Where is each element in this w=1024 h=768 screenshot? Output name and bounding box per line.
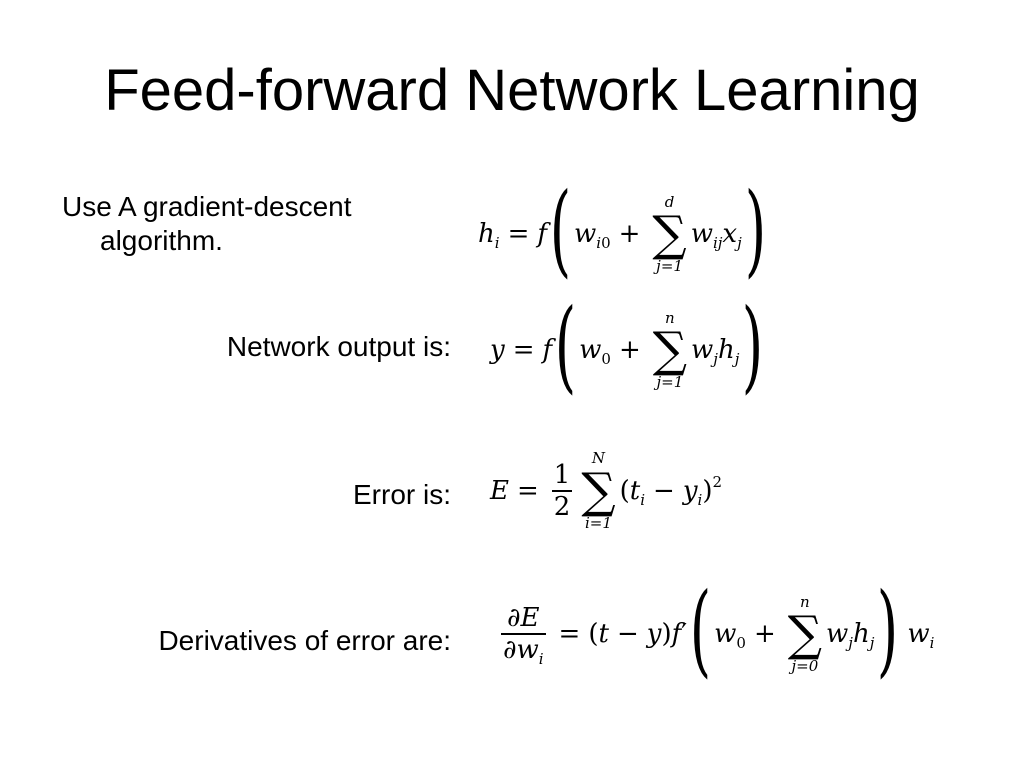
error-label: Error is: bbox=[353, 479, 451, 510]
output-equation: y = f ( w0 + n∑j=1 wjhj ) bbox=[490, 287, 764, 404]
partial-derivative-fraction: ∂E∂wi bbox=[501, 603, 546, 668]
derivative-label: Derivatives of error are: bbox=[158, 625, 451, 656]
intro-line-2: algorithm. bbox=[100, 224, 223, 256]
summation-symbol: n∑j=0 bbox=[787, 592, 823, 675]
hidden-unit-equation: hi = f ( wi0 + d∑j=1 wijxj ) bbox=[478, 171, 766, 288]
derivative-equation: ∂E∂wi = (t − y)f′ ( w0 + n∑j=0 wjhj ) wi bbox=[501, 571, 935, 688]
intro-line-1: Use A gradient-descent bbox=[62, 191, 352, 222]
summation-symbol: n∑j=1 bbox=[652, 308, 688, 391]
output-label: Network output is: bbox=[226, 331, 451, 362]
slide-title: Feed-forward Network Learning bbox=[104, 58, 920, 123]
summation-symbol: d∑j=1 bbox=[652, 192, 687, 275]
intro-text: Use A gradient-descent algorithm. bbox=[62, 190, 452, 257]
summation-symbol: N∑i=1 bbox=[581, 449, 616, 532]
